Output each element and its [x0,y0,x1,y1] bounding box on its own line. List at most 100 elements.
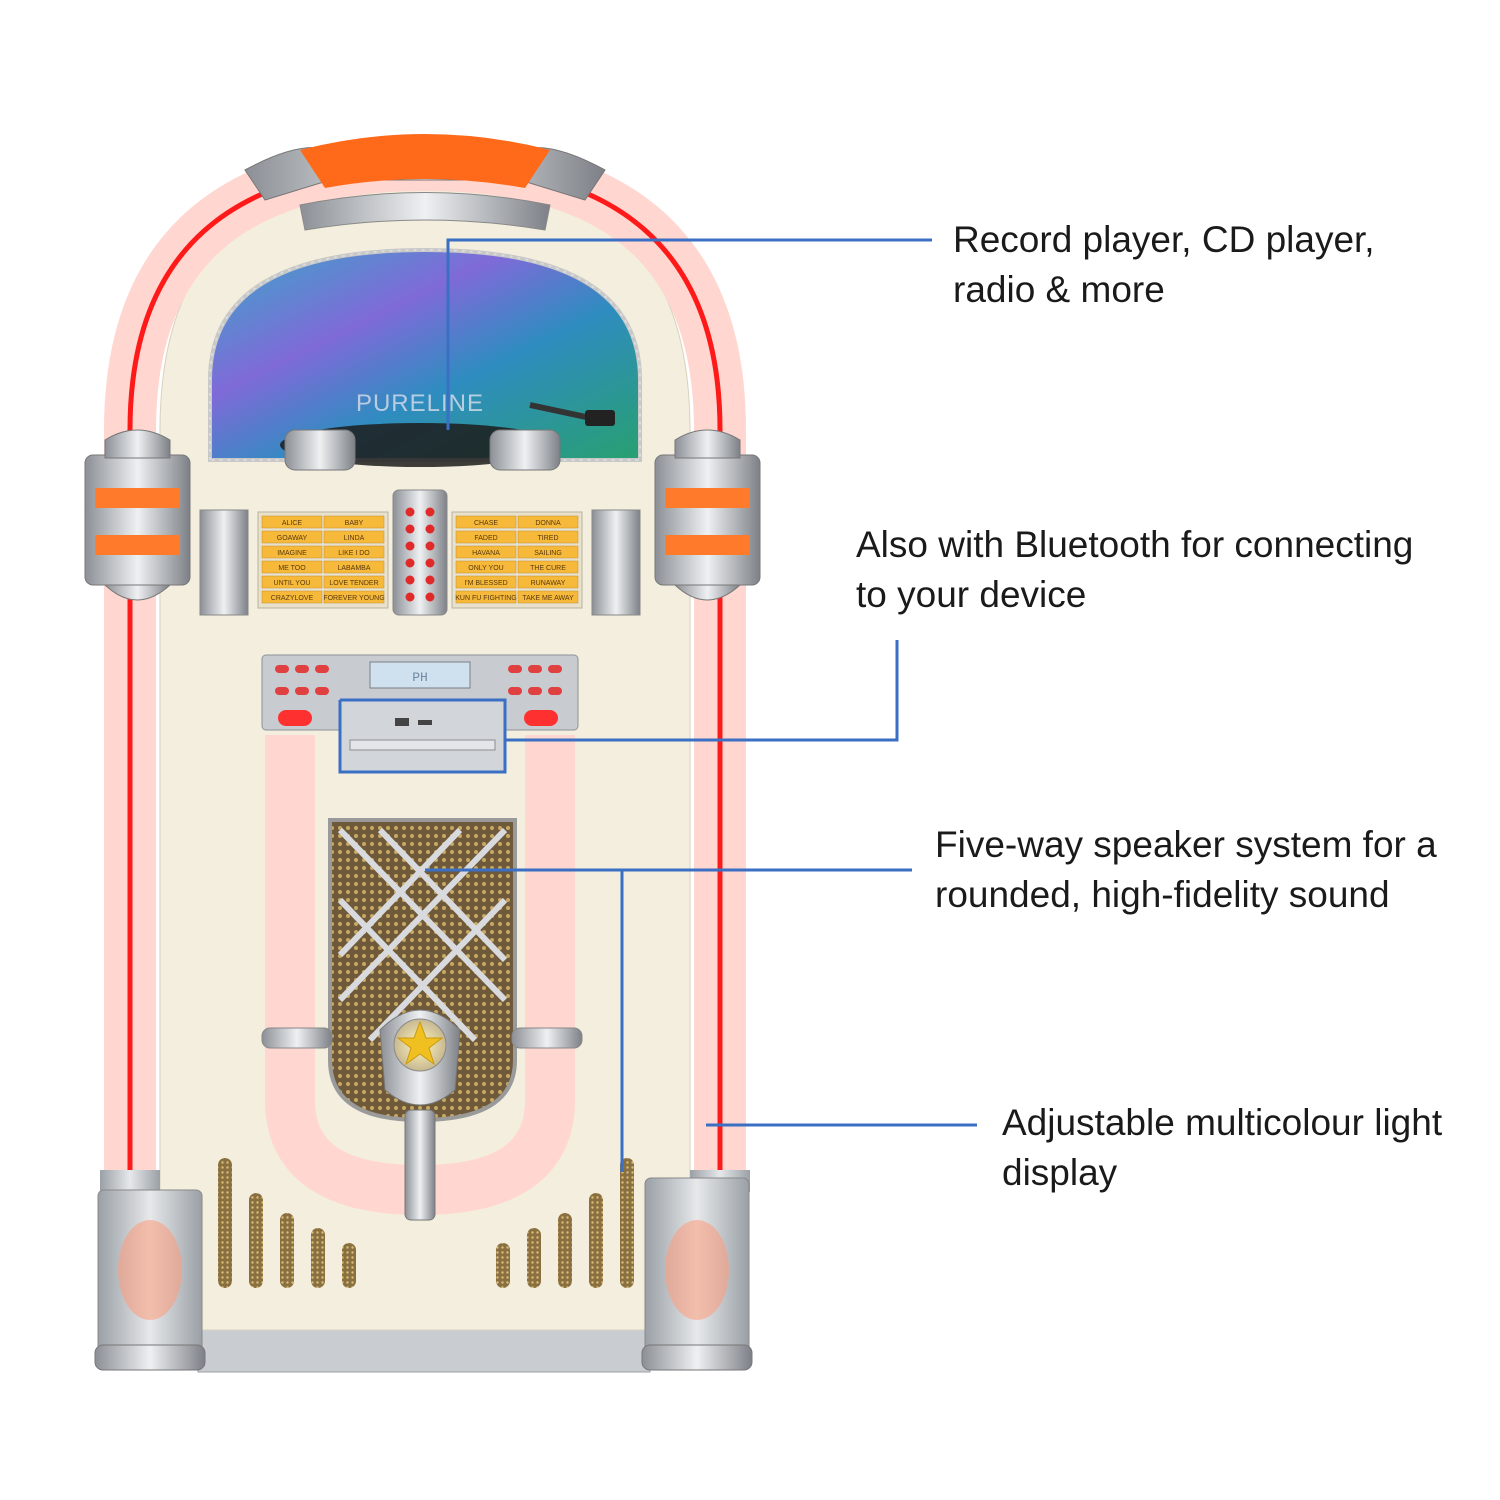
song-card [261,545,323,559]
callout-record-player: Record player, CD player, radio & more [953,215,1375,315]
leader-lines [338,238,977,1172]
song-card-title: THE CURE [530,565,566,572]
cd-slot [349,739,496,751]
control-button [295,665,309,673]
selector-buttons [405,507,435,602]
song-card-title: LIKE I DO [338,550,370,557]
control-button [295,687,309,695]
song-card-title: LOVE TENDER [329,580,378,587]
song-card [261,560,323,574]
leader-line-bluetooth [505,640,899,742]
speaker-slot [342,1243,356,1288]
top-amber-light [300,134,550,188]
song-card-title: RUNAWAY [531,580,566,587]
left-knob-light [278,710,312,726]
left-bottom-speaker-foot [94,1170,206,1371]
lcd-display [369,661,471,689]
right-knob-light [524,710,558,726]
control-button [548,665,562,673]
song-card-title: CHASE [474,520,498,527]
song-card [323,530,385,544]
song-card [323,590,385,604]
selector-button [405,524,415,534]
left-grille-plate [199,509,249,616]
song-card-title: KUN FU FIGHTING [455,595,516,602]
right-grille-plate [591,509,641,616]
song-card-title: FOREVER YOUNG [323,595,384,602]
right-bottom-speaker-foot [641,1170,753,1371]
song-card [323,545,385,559]
song-card-title: IMAGINE [277,550,307,557]
leader-box-bluetooth [338,698,507,774]
speaker-slot [496,1243,510,1288]
speaker-slot [218,1158,232,1288]
control-button [548,687,562,695]
callout-bluetooth-line1: Also with Bluetooth for connecting [856,524,1414,565]
song-card-title: GOAWAY [277,535,308,542]
selector-button [405,541,415,551]
song-card [323,515,385,529]
selector-button [405,558,415,568]
song-card [261,530,323,544]
selector-button [425,507,435,517]
left-side-chrome-column [84,429,191,601]
song-card [323,560,385,574]
grille-lattice [337,827,508,1043]
brand-badge: PURELINE [356,390,484,417]
song-card-title: FADED [474,535,497,542]
song-card [517,560,579,574]
callout-speaker-system-line2: rounded, high-fidelity sound [935,874,1390,915]
center-chrome-ornament [404,1109,436,1221]
control-button [275,665,289,673]
song-card-title: ME TOO [278,565,306,572]
speaker-slot [249,1193,263,1288]
cd-usb-module [339,699,506,773]
control-button [315,687,329,695]
song-card-title: TAKE ME AWAY [522,595,574,602]
speaker-slot [620,1158,634,1288]
speaker-slot [527,1228,541,1288]
speaker-slot [311,1228,325,1288]
callout-light-display-line1: Adjustable multicolour light [1002,1102,1443,1143]
speaker-slot [589,1193,603,1288]
song-card-title: I'M BLESSED [464,580,507,587]
song-card-title: BABY [345,520,364,527]
selector-button [405,575,415,585]
callout-light-display: Adjustable multicolour light display [1002,1098,1442,1198]
song-card [455,530,517,544]
selector-button [405,592,415,602]
song-card [517,545,579,559]
callout-record-player-line2: radio & more [953,269,1165,310]
song-card-title: UNTIL YOU [274,580,311,587]
song-card [517,515,579,529]
song-card [455,590,517,604]
callout-light-display-line2: display [1002,1152,1118,1193]
callout-speaker-system-line1: Five-way speaker system for a [935,824,1437,865]
leader-line-record [446,238,932,430]
left-dome-handle [284,429,356,471]
song-card [455,545,517,559]
song-card-title: ONLY YOU [468,565,503,572]
song-cards: ALICE GOAWAY IMAGINE ME TOO UNTIL YOU CRAZYLO… [261,515,579,604]
speaker-slot [280,1213,294,1288]
control-button [508,687,522,695]
callout-bluetooth-line2: to your device [856,574,1087,615]
lcd-readout: PH [412,670,428,685]
control-button [528,665,542,673]
usb-port [395,718,409,726]
song-card-title: CRAZYLOVE [271,595,314,602]
song-card [517,530,579,544]
selector-button [425,541,435,551]
selector-button [425,558,435,568]
song-card [517,590,579,604]
song-card-title: TIRED [538,535,559,542]
song-card [455,560,517,574]
song-card-title: DONNA [535,520,561,527]
song-card [455,515,517,529]
song-card-title: LINDA [344,535,365,542]
callout-bluetooth: Also with Bluetooth for connecting to yo… [856,520,1413,620]
song-card-title: ALICE [282,520,303,527]
song-card [261,575,323,589]
